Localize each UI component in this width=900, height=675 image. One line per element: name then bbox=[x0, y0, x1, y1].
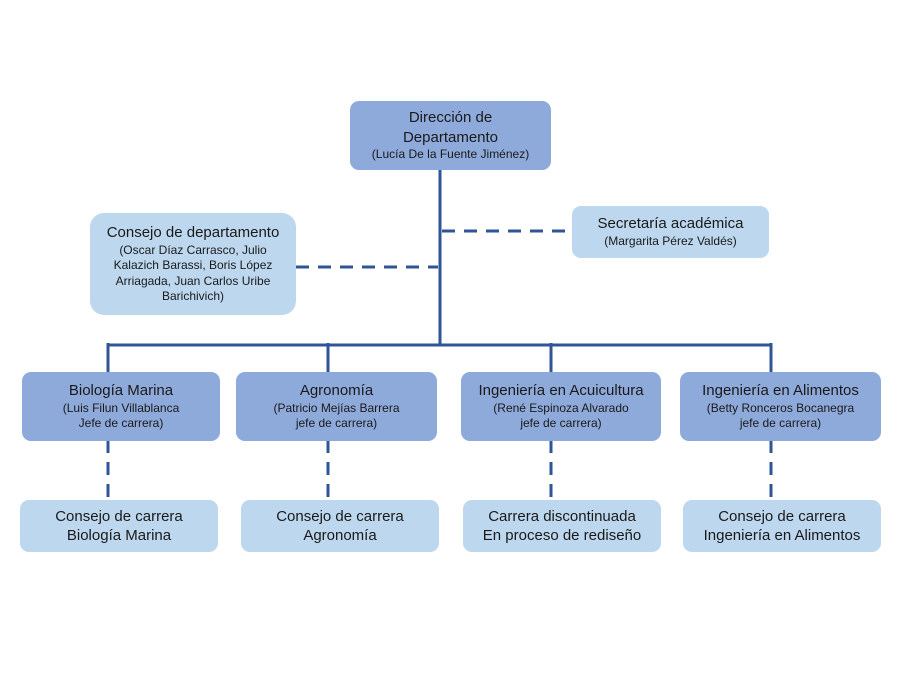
direccion-title-line2: Departamento bbox=[402, 128, 499, 146]
secretaria-person: (Margarita Pérez Valdés) bbox=[604, 233, 737, 248]
carrera-title: Ingeniería en Alimentos bbox=[702, 382, 859, 400]
carrera-title: Agronomía bbox=[299, 382, 374, 400]
carrera-role: jefe de carrera) bbox=[295, 416, 378, 431]
carrera-box-agronomia: Agronomía (Patricio Mejías Barrera jefe … bbox=[236, 372, 437, 441]
carrera-status-line2: En proceso de rediseño bbox=[482, 527, 642, 544]
carrera-title: Ingeniería en Acuicultura bbox=[478, 382, 644, 400]
carrera-role: jefe de carrera) bbox=[520, 416, 602, 431]
carrera-role: jefe de carrera) bbox=[739, 416, 822, 431]
secretaria-title: Secretaría académica bbox=[597, 215, 744, 233]
direccion-title-line1: Dirección de bbox=[408, 109, 493, 127]
carrera-head: (René Espinoza Alvarado bbox=[493, 400, 629, 415]
consejo-carrera-box-biologia-marina: Consejo de carrera Biología Marina bbox=[20, 500, 218, 552]
carrera-head: (Betty Ronceros Bocanegra bbox=[706, 400, 855, 415]
consejo-departamento-title: Consejo de departamento bbox=[106, 224, 280, 242]
consejo-departamento-members-line4: Barichivich) bbox=[161, 289, 224, 304]
consejo-carrera-line2: Biología Marina bbox=[66, 527, 172, 544]
carrera-status-box-acuicultura: Carrera discontinuada En proceso de redi… bbox=[463, 500, 661, 552]
consejo-carrera-box-alimentos: Consejo de carrera Ingeniería en Aliment… bbox=[683, 500, 881, 552]
direccion-box: Dirección de Departamento (Lucía De la F… bbox=[350, 101, 551, 170]
carrera-box-acuicultura: Ingeniería en Acuicultura (René Espinoza… bbox=[461, 372, 661, 441]
consejo-departamento-members-line2: Kalazich Barassi, Boris López bbox=[113, 258, 273, 273]
consejo-carrera-line2: Ingeniería en Alimentos bbox=[703, 527, 861, 544]
carrera-title: Biología Marina bbox=[68, 382, 174, 400]
consejo-departamento-members-line1: (Oscar Díaz Carrasco, Julio bbox=[119, 242, 267, 257]
consejo-carrera-line1: Consejo de carrera bbox=[276, 507, 404, 525]
carrera-status-line1: Carrera discontinuada bbox=[488, 507, 636, 525]
carrera-box-alimentos: Ingeniería en Alimentos (Betty Ronceros … bbox=[680, 372, 881, 441]
consejo-carrera-line1: Consejo de carrera bbox=[718, 507, 846, 525]
secretaria-box: Secretaría académica (Margarita Pérez Va… bbox=[572, 206, 769, 258]
carrera-box-biologia-marina: Biología Marina (Luis Filun Villablanca … bbox=[22, 372, 220, 441]
consejo-carrera-line1: Consejo de carrera bbox=[55, 507, 183, 525]
consejo-carrera-box-agronomia: Consejo de carrera Agronomía bbox=[241, 500, 439, 552]
carrera-head: (Patricio Mejías Barrera bbox=[273, 400, 400, 415]
consejo-departamento-members-line3: Arriagada, Juan Carlos Uribe bbox=[115, 273, 271, 288]
consejo-carrera-line2: Agronomía bbox=[303, 527, 377, 544]
carrera-role: Jefe de carrera) bbox=[78, 416, 164, 431]
direccion-person: (Lucía De la Fuente Jiménez) bbox=[371, 147, 530, 162]
carrera-head: (Luis Filun Villablanca bbox=[62, 400, 180, 415]
consejo-departamento-box: Consejo de departamento (Oscar Díaz Carr… bbox=[90, 213, 296, 315]
